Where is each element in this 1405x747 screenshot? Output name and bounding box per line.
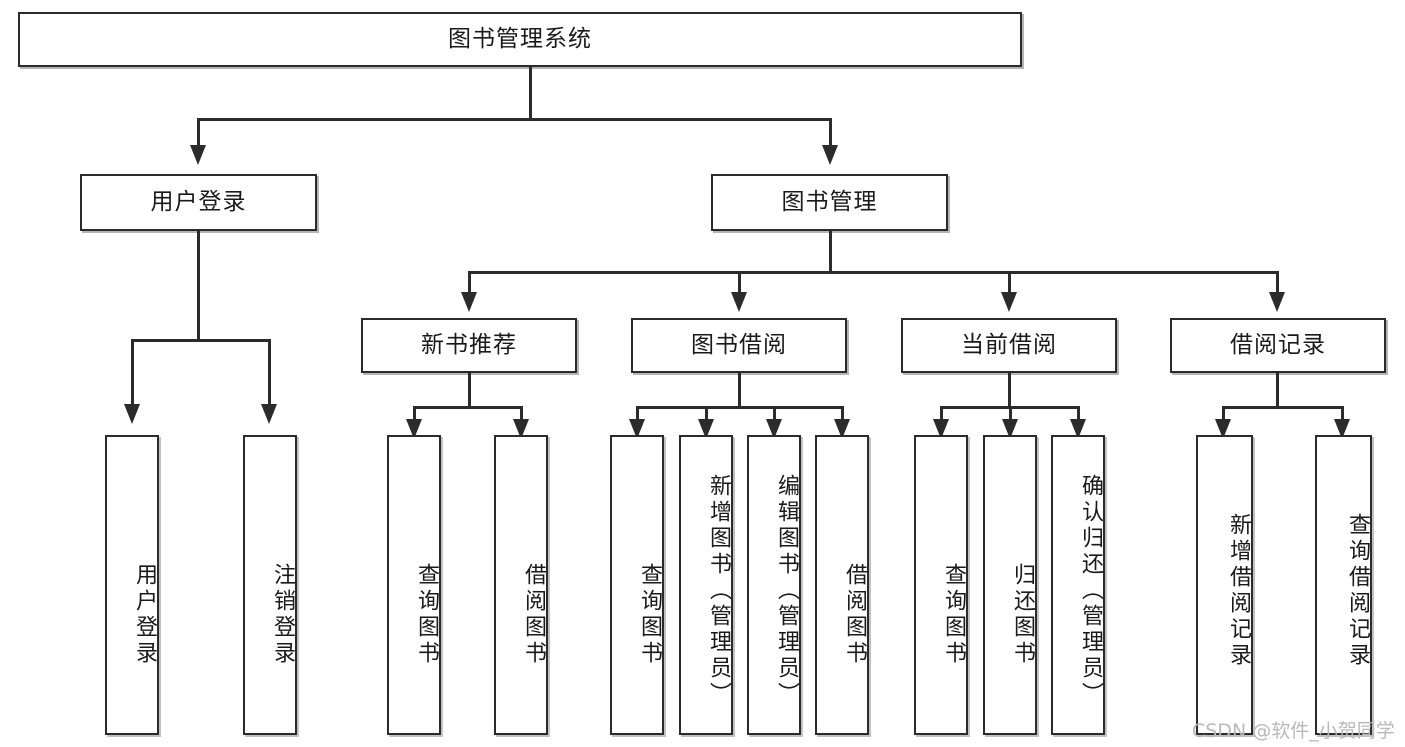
leaf-confirm-return-admin[interactable]: 确认归还（管理员） — [1051, 435, 1105, 735]
connector-book-borrow-stem — [738, 373, 741, 409]
arrowhead-user-login — [190, 145, 206, 165]
leaf-add-book-admin[interactable]: 新增图书（管理员） — [679, 435, 733, 735]
node-label: 新增图书（管理员） — [706, 474, 731, 708]
arrowhead-leaf-user-login — [124, 404, 140, 424]
arrowhead-nb-leaf-1 — [406, 419, 422, 439]
arrowhead-book-management — [822, 145, 838, 165]
node-label: 查询图书 — [637, 563, 662, 667]
connector-book-management-stem — [829, 231, 832, 274]
node-new-book-recommend[interactable]: 新书推荐 — [361, 318, 577, 373]
node-user-login[interactable]: 用户登录 — [80, 174, 317, 231]
node-label: 新增借阅记录 — [1226, 513, 1251, 669]
node-label: 图书借阅 — [691, 331, 787, 358]
connector-drop-cb-leaf-1 — [940, 406, 943, 422]
leaf-edit-book-admin[interactable]: 编辑图书（管理员） — [747, 435, 801, 735]
connector-drop-br-leaf-2 — [1341, 406, 1344, 422]
connector-new-book-bar — [413, 406, 523, 409]
connector-root-bar — [197, 118, 832, 121]
connector-drop-borrow-record — [1276, 271, 1279, 295]
node-root-book-management-system[interactable]: 图书管理系统 — [18, 12, 1022, 67]
arrowhead-cb-leaf-3 — [1070, 419, 1086, 439]
arrowhead-borrow-record — [1269, 292, 1285, 312]
connector-user-login-bar — [131, 339, 271, 342]
leaf-query-book-borrow[interactable]: 查询图书 — [610, 435, 664, 735]
arrowhead-bb-leaf-4 — [834, 419, 850, 439]
arrowhead-br-leaf-2 — [1334, 419, 1350, 439]
connector-drop-cb-leaf-3 — [1077, 406, 1080, 422]
leaf-borrow-book[interactable]: 借阅图书 — [815, 435, 869, 735]
arrowhead-bb-leaf-3 — [766, 419, 782, 439]
node-book-management[interactable]: 图书管理 — [711, 174, 948, 231]
connector-new-book-stem — [468, 373, 471, 409]
arrowhead-leaf-logout — [261, 404, 277, 424]
node-current-borrow[interactable]: 当前借阅 — [901, 318, 1117, 373]
arrowhead-cb-leaf-1 — [933, 419, 949, 439]
connector-drop-book-borrow — [738, 271, 741, 295]
arrowhead-book-borrow — [731, 292, 747, 312]
connector-drop-current-borrow — [1008, 271, 1011, 295]
node-borrow-record[interactable]: 借阅记录 — [1170, 318, 1386, 373]
leaf-query-book-new[interactable]: 查询图书 — [387, 435, 441, 735]
node-label: 查询图书 — [941, 563, 966, 667]
node-label: 查询借阅记录 — [1345, 513, 1370, 669]
node-label: 确认归还（管理员） — [1078, 474, 1103, 708]
arrowhead-br-leaf-1 — [1215, 419, 1231, 439]
connector-drop-cb-leaf-2 — [1009, 406, 1012, 422]
node-label: 用户登录 — [132, 563, 157, 667]
arrowhead-current-borrow — [1001, 292, 1017, 312]
connector-drop-nb-leaf-1 — [413, 406, 416, 422]
arrowhead-bb-leaf-2 — [698, 419, 714, 439]
connector-drop-bb-leaf-3 — [773, 406, 776, 422]
connector-drop-book-management — [829, 118, 832, 148]
connector-root-stem — [529, 67, 532, 120]
connector-current-borrow-stem — [1008, 373, 1011, 409]
arrowhead-bb-leaf-1 — [629, 419, 645, 439]
connector-book-borrow-bar — [636, 406, 844, 409]
node-label: 编辑图书（管理员） — [774, 474, 799, 708]
leaf-user-login[interactable]: 用户登录 — [105, 435, 159, 735]
node-label: 归还图书 — [1010, 563, 1035, 667]
node-book-borrow[interactable]: 图书借阅 — [631, 318, 847, 373]
connector-drop-new-book — [468, 271, 471, 295]
arrowhead-nb-leaf-2 — [513, 419, 529, 439]
connector-drop-bb-leaf-1 — [636, 406, 639, 422]
node-label: 借阅图书 — [842, 563, 867, 667]
connector-drop-nb-leaf-2 — [520, 406, 523, 422]
node-label: 图书管理 — [781, 188, 878, 215]
node-label: 图书管理系统 — [448, 25, 592, 52]
connector-drop-user-login — [197, 118, 200, 148]
node-label: 借阅图书 — [521, 563, 546, 667]
node-label: 查询图书 — [414, 563, 439, 667]
node-label: 注销登录 — [270, 563, 295, 667]
node-label: 新书推荐 — [421, 331, 517, 358]
leaf-logout[interactable]: 注销登录 — [243, 435, 297, 735]
connector-user-login-stem — [197, 231, 200, 342]
node-label: 用户登录 — [150, 188, 247, 215]
leaf-borrow-book-new[interactable]: 借阅图书 — [494, 435, 548, 735]
connector-drop-br-leaf-1 — [1222, 406, 1225, 422]
connector-borrow-record-stem — [1276, 373, 1279, 409]
leaf-query-borrow-record[interactable]: 查询借阅记录 — [1315, 435, 1372, 735]
arrowhead-new-book — [461, 292, 477, 312]
connector-borrow-record-bar — [1222, 406, 1344, 409]
connector-drop-bb-leaf-4 — [841, 406, 844, 422]
leaf-add-borrow-record[interactable]: 新增借阅记录 — [1196, 435, 1253, 735]
leaf-return-book[interactable]: 归还图书 — [983, 435, 1037, 735]
connector-book-management-bar — [468, 271, 1279, 274]
leaf-query-book-current[interactable]: 查询图书 — [914, 435, 968, 735]
connector-drop-leaf-logout — [268, 339, 271, 407]
arrowhead-cb-leaf-2 — [1002, 419, 1018, 439]
connector-drop-bb-leaf-2 — [705, 406, 708, 422]
node-label: 借阅记录 — [1230, 331, 1326, 358]
connector-drop-leaf-user-login — [131, 339, 134, 407]
node-label: 当前借阅 — [961, 331, 1057, 358]
